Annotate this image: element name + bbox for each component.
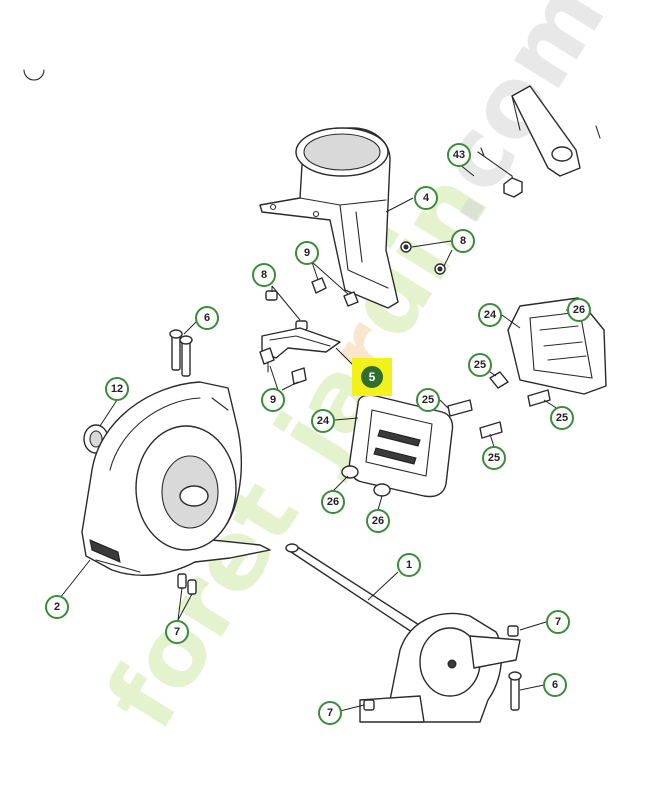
callout-7: 7 (546, 610, 570, 634)
callout-25: 25 (468, 353, 492, 377)
svg-text:43: 43 (453, 149, 465, 161)
callout-43: 43 (447, 143, 471, 167)
callout-26: 26 (567, 298, 591, 322)
partial-callout-edge (23, 69, 45, 81)
part-hex-bolts-left (169, 329, 193, 377)
callout-8: 8 (451, 229, 475, 253)
svg-text:5: 5 (369, 370, 376, 384)
callout-25: 25 (482, 446, 506, 470)
svg-text:6: 6 (204, 312, 210, 324)
svg-text:9: 9 (304, 247, 310, 259)
svg-text:25: 25 (556, 412, 568, 424)
part-skid-shoe-middle (348, 394, 454, 498)
part-skid-shoe-right (507, 297, 607, 395)
svg-text:7: 7 (327, 707, 333, 719)
svg-text:12: 12 (111, 383, 123, 395)
svg-text:1: 1 (406, 559, 412, 571)
callout-12: 12 (105, 377, 129, 401)
svg-text:6: 6 (552, 679, 558, 691)
callout-26: 26 (366, 509, 390, 533)
part-bolts-25 (447, 371, 551, 439)
part-nuts-26 (341, 465, 391, 497)
svg-text:4: 4 (423, 192, 430, 204)
part-auger-housing (81, 381, 271, 576)
svg-text:26: 26 (327, 496, 339, 508)
part-nut-left (265, 290, 308, 331)
callout-6: 6 (195, 306, 219, 330)
callout-6: 6 (543, 673, 567, 697)
svg-text:25: 25 (488, 452, 500, 464)
svg-text:7: 7 (174, 626, 180, 638)
callout-5: 5 (352, 358, 392, 396)
callout-24: 24 (311, 409, 335, 433)
callout-8: 8 (252, 263, 276, 287)
part-gearbox (359, 612, 521, 723)
part-bracket-plate (261, 327, 341, 359)
svg-text:25: 25 (474, 359, 486, 371)
svg-text:7: 7 (555, 616, 561, 628)
svg-text:26: 26 (573, 304, 585, 316)
callout-9: 9 (295, 241, 319, 265)
svg-text:8: 8 (460, 235, 466, 247)
callout-7: 7 (165, 620, 189, 644)
svg-text:9: 9 (270, 394, 276, 406)
part-bolts-right (363, 625, 522, 711)
svg-text:24: 24 (484, 309, 497, 321)
part-chute-handle (511, 85, 601, 177)
part-chute-base (259, 127, 399, 309)
callout-9: 9 (261, 388, 285, 412)
svg-text:25: 25 (422, 394, 434, 406)
svg-text:2: 2 (54, 601, 60, 613)
part-carriage-bolts-lower (259, 347, 307, 385)
svg-text:24: 24 (317, 415, 330, 427)
part-carriage-bolts-upper (311, 277, 359, 307)
callout-2: 2 (45, 595, 69, 619)
callout-25: 25 (550, 406, 574, 430)
svg-text:26: 26 (372, 515, 384, 527)
part-spring-pin (477, 147, 523, 198)
callout-7: 7 (318, 701, 342, 725)
callout-24: 24 (478, 303, 502, 327)
callout-26: 26 (321, 490, 345, 514)
callout-1: 1 (397, 553, 421, 577)
part-nut-right-upper (400, 241, 446, 275)
callout-4: 4 (414, 186, 438, 210)
svg-text:8: 8 (261, 269, 267, 281)
callout-25: 25 (416, 388, 440, 412)
